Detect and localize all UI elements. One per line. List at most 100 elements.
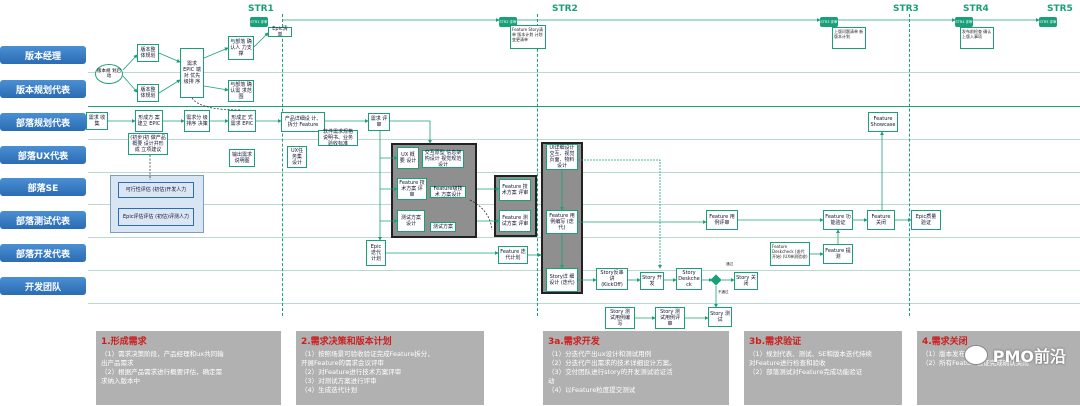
node-version-overall-plan[interactable]: 版本整 体规划 — [137, 44, 159, 62]
stage-divider — [282, 14, 283, 316]
label-fail: 不通过 — [718, 290, 729, 294]
node-ui-design[interactable]: UI详细设计 交互、视觉 页面、物料 设计 — [546, 144, 578, 170]
stage-str4: STR4 — [963, 4, 989, 14]
phase-panel-3b: 3b.需求验证 （1）规划代表、测试、SE和版本迭代持续 对Feature进行检… — [744, 331, 902, 405]
node-req-review[interactable]: 需求 评审 — [368, 113, 390, 131]
note-str2: Feature Story清单 版本计划 计划变更清单 — [510, 25, 546, 49]
phase-text: 求纳入版本中 — [101, 377, 140, 385]
phase-text: （3）交付团队进行story的开发测试验证活 — [548, 368, 673, 376]
node-story-deskcheck[interactable]: Story Deskche ck — [676, 268, 702, 290]
str3-review-badge: STR3 评审 — [820, 17, 838, 27]
phase-text: （1）按照场景可验收验证完成Feature拆分， — [301, 350, 434, 358]
note-feature-deskcheck: Feature Deskcheck (迭代开始) (UX单测验收) — [770, 242, 810, 266]
phase-panel-3a: 3a.需求开发 （1）分迭代产出ux设计和测试用例 （2）分迭代产出需求的技术详… — [543, 331, 729, 405]
phase-title: 3a.需求开发 — [548, 337, 600, 347]
lane-version-planning: 版本规划代表 — [0, 80, 86, 98]
lane-separator — [88, 204, 1080, 205]
label-pass: 通过 — [726, 262, 733, 266]
node-story-close[interactable]: Story 关闭 — [734, 272, 758, 290]
node-feature-func-verify[interactable]: Feature 功能验证 — [823, 210, 853, 230]
node-story-test[interactable]: Story 测试 — [708, 307, 732, 327]
lane-separator — [88, 270, 1080, 271]
node-feature-usecase-review[interactable]: Feature 用例评审 — [706, 210, 738, 230]
node-feature-usecase[interactable]: Feature 用例编写 (迭代) — [546, 210, 578, 234]
lane-tribe-se: 部落SE — [0, 178, 86, 196]
phase-text: （2）根据产品需求进行概要评估，确定需 — [101, 368, 223, 376]
node-feature-tech-plan[interactable]: Feature级技术 方案设计 — [430, 186, 466, 198]
phase-text: （3）对测试方案进行评审 — [301, 377, 377, 385]
node-story-design[interactable]: Story详 细设计 (迭代) — [546, 268, 578, 292]
node-epic-eval[interactable]: Epic评估评估 (初估)评测人力 — [118, 208, 194, 226]
node-ux-prototype[interactable]: 交互原型 信息架构设计 视觉规范设计 — [422, 150, 464, 168]
str4-review-badge: STR4 评审 — [955, 17, 973, 27]
node-feature-tech-review[interactable]: Feature 技术方案 评审 — [397, 178, 427, 200]
lane-tribe-test: 部落测试代表 — [0, 211, 86, 229]
lane-dev-team: 开发团队 — [0, 277, 86, 295]
node-feature-iteration[interactable]: Feature 迭代计划 — [498, 246, 528, 264]
phase-text: （2）分迭代产出需求的技术详细设计方案。 — [548, 359, 676, 367]
phase-text: 对Feature进行检查和验收 — [749, 359, 826, 367]
phase-title: 2.需求决策和版本计划 — [301, 337, 392, 347]
node-epic-iteration[interactable]: Epic 迭代 计划 — [366, 240, 386, 266]
phase-title: 3b.需求验证 — [749, 337, 802, 347]
phase-text: 出产品需求 — [101, 359, 134, 367]
phase-text: （1）版本发布前 — [922, 350, 972, 358]
node-feature-showcase[interactable]: Feature Showcase — [868, 112, 898, 132]
stage-str1: STR1 — [248, 4, 274, 14]
lane-tribe-ux: 部落UX代表 — [0, 146, 86, 164]
stage-divider — [537, 14, 538, 316]
phase-panel-1: 1.形成需求 （1）需求决策阶段，产品经理和ux共同输 出产品需求 （2）根据产… — [96, 331, 281, 405]
str5-review-badge: STR5 评审 — [1039, 17, 1057, 27]
phase-text: （2）部落测试对Feature完成功能验证 — [749, 368, 863, 376]
note-str4: 发布前检查 确认上版入事项 — [960, 27, 994, 49]
node-epic-list[interactable]: Epic清单 — [268, 26, 292, 38]
node-ux-task-design[interactable]: UX任 务集 设计 — [287, 146, 307, 168]
stage-str3: STR3 — [893, 4, 919, 14]
node-test-plan[interactable]: 测试方案 — [430, 222, 456, 232]
watermark-text: PMO前沿 — [992, 347, 1066, 366]
node-epic-quality[interactable]: Epic质量 验证 — [911, 210, 941, 230]
phase-text: 动 — [548, 377, 555, 385]
node-story-testcase[interactable]: Story 测 试用例编 写 — [605, 307, 635, 329]
str2-review-badge: STR2 评审 — [499, 17, 517, 27]
phase-text: （2）对Feature进行技术方案评审 — [301, 368, 402, 376]
stage-divider — [909, 14, 910, 316]
node-story-casereview[interactable]: Story 测 试用例评 审 — [655, 307, 685, 329]
lane-separator — [88, 139, 1080, 140]
lane-separator — [88, 303, 1080, 304]
node-sw-req-spec[interactable]: 软件需求规格 说明书、业务 验收标准 — [318, 129, 358, 147]
lane-separator — [88, 237, 1080, 238]
lane-tribe-dev: 部落开发代表 — [0, 244, 86, 262]
lane-separator — [88, 72, 1080, 73]
node-epic-analysis[interactable]: (初步)初 做产品概要 设计并形成 立项建议 — [128, 133, 168, 155]
phase-title: 1.形成需求 — [101, 337, 147, 347]
node-epic-priority[interactable]: 需求 EPIC 端对 优先 级排 序 — [180, 48, 204, 98]
node-feasibility[interactable]: 可行性评估 (初估)开发人力 — [118, 182, 194, 198]
phase-text: （4）以Feature粒度提交测试 — [548, 386, 636, 394]
stage-str5: STR5 — [1047, 4, 1073, 14]
note-str3: 上版问题清单 新版本计划 — [832, 27, 866, 49]
node-output-req[interactable]: 输出需求 说明图 — [229, 149, 255, 167]
phase-text: （4）生成迭代计划 — [301, 386, 358, 394]
watermark: PMO前沿 — [963, 343, 1066, 367]
node-version-plan-2[interactable]: 版本整 体规划 — [137, 84, 159, 102]
node-confirm-manpower[interactable]: 与部落 确认人 力支撑 — [228, 36, 254, 60]
phase-title: 4.需求关闭 — [922, 337, 968, 347]
str1-review-badge: STR1 评审 — [250, 17, 268, 27]
version-planning-start[interactable]: 版本规 划启动 — [95, 64, 123, 84]
lane-tribe-planning: 部落规划代表 — [0, 113, 86, 131]
stage-str2: STR2 — [552, 4, 578, 14]
phase-text: （1）规划代表、测试、SE和版本迭代持续 — [749, 350, 872, 358]
phase-text: （1）需求决策阶段，产品经理和ux共同输 — [101, 350, 224, 358]
node-req-collect[interactable]: 需求 收集 — [86, 112, 108, 130]
node-story-dev[interactable]: Story 开发 — [640, 272, 664, 290]
lane-separator — [88, 106, 1080, 107]
phase-text: 开展Feature的需求会议评审 — [301, 359, 385, 367]
wechat-icon — [963, 345, 988, 365]
lane-separator — [88, 172, 1080, 173]
phase-text: （1）分迭代产出ux设计和测试用例 — [548, 350, 652, 358]
node-req-priority[interactable]: 需求分 级排序 决策 — [184, 110, 210, 132]
lane-version-manager: 版本经理 — [0, 46, 86, 64]
node-story-kickoff[interactable]: Story反串 讲 (KickOff) — [596, 268, 628, 290]
